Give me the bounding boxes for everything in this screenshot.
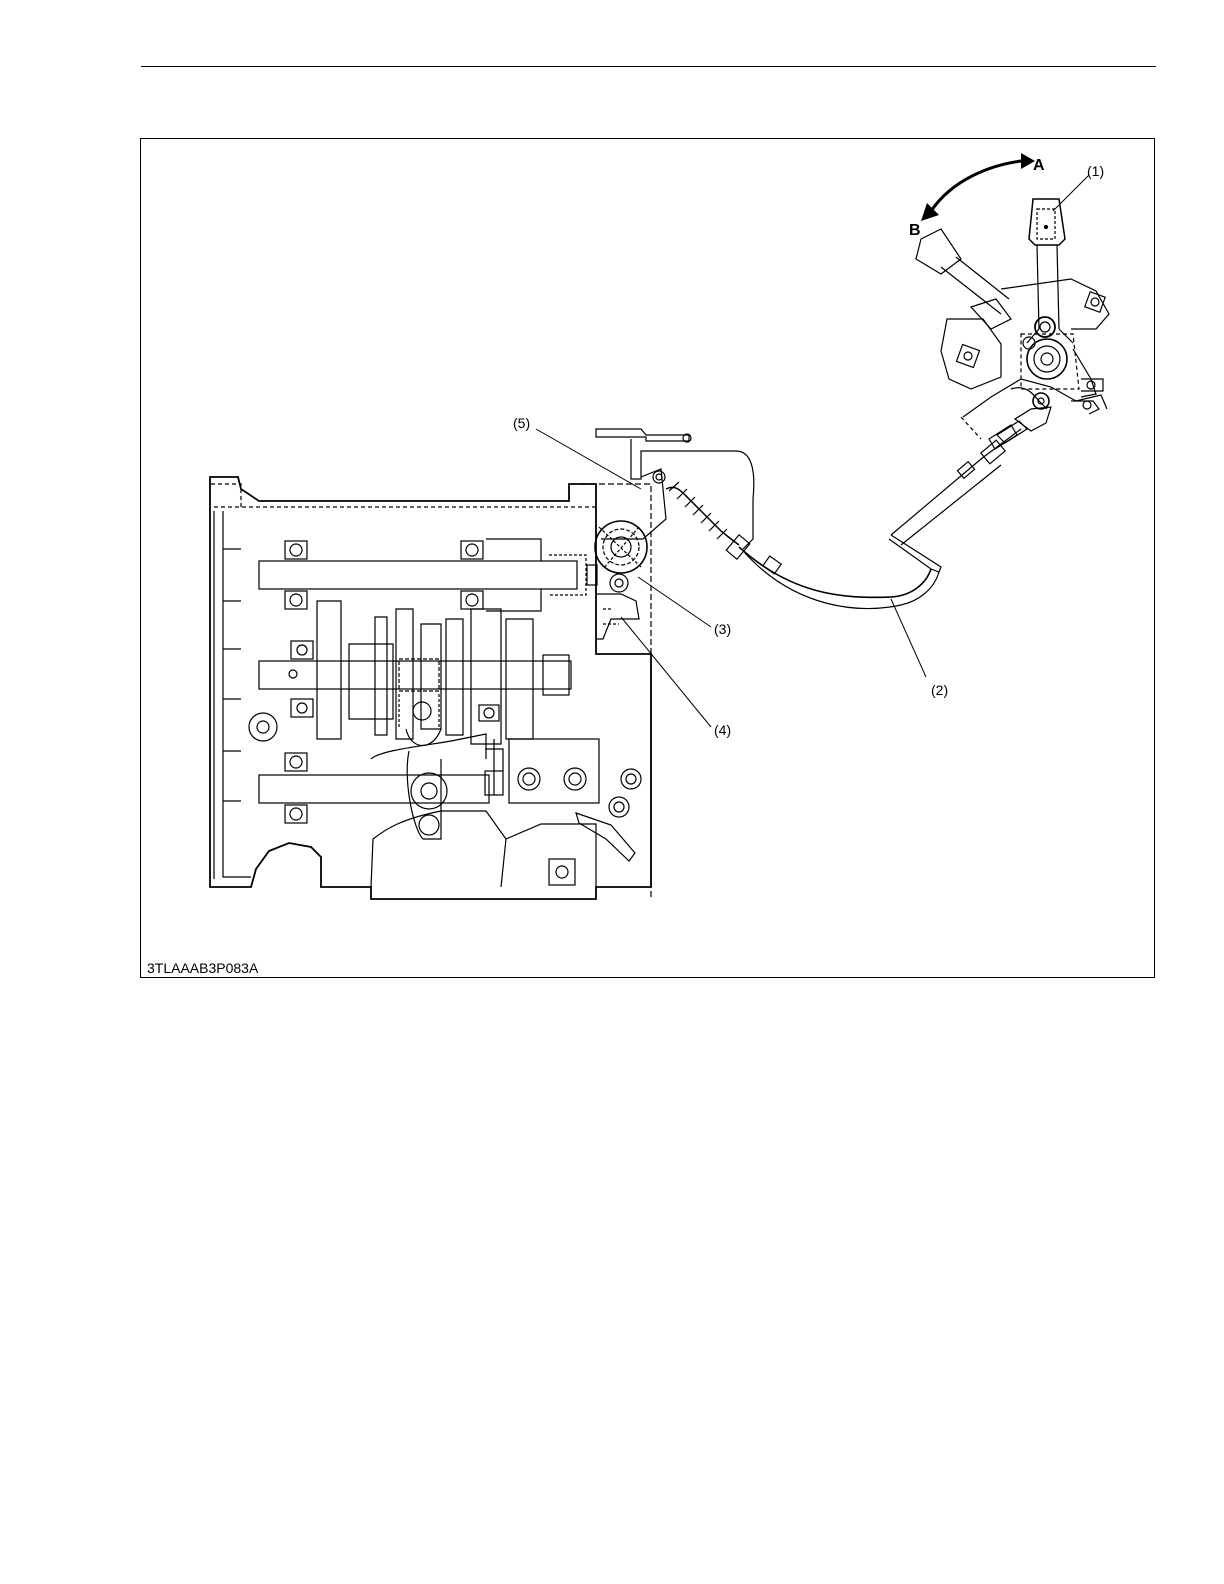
callout-3: (3) [714, 621, 731, 637]
speed-change-lever [916, 199, 1109, 449]
direction-label-b: B [909, 222, 921, 240]
transmission-linkage-drawing [141, 139, 1153, 976]
callout-2: (2) [931, 682, 948, 698]
shift-arm-assembly [595, 429, 754, 639]
direction-label-a: A [1033, 157, 1045, 175]
transmission-housing [210, 477, 651, 899]
figure-frame: A B (1) (2) (3) (4) (5) 3TLAAAB3P083A [140, 138, 1155, 978]
gear-cluster [259, 601, 571, 746]
callout-1: (1) [1087, 163, 1104, 179]
leader-lines [536, 175, 1089, 727]
figure-code: 3TLAAAB3P083A [147, 961, 258, 975]
shift-cable [739, 429, 1021, 609]
header-rule [141, 66, 1156, 67]
lower-shaft [259, 734, 641, 887]
direction-arrow [921, 153, 1035, 221]
upper-shaft [259, 539, 597, 611]
callout-4: (4) [714, 722, 731, 738]
callout-5: (5) [513, 415, 530, 431]
